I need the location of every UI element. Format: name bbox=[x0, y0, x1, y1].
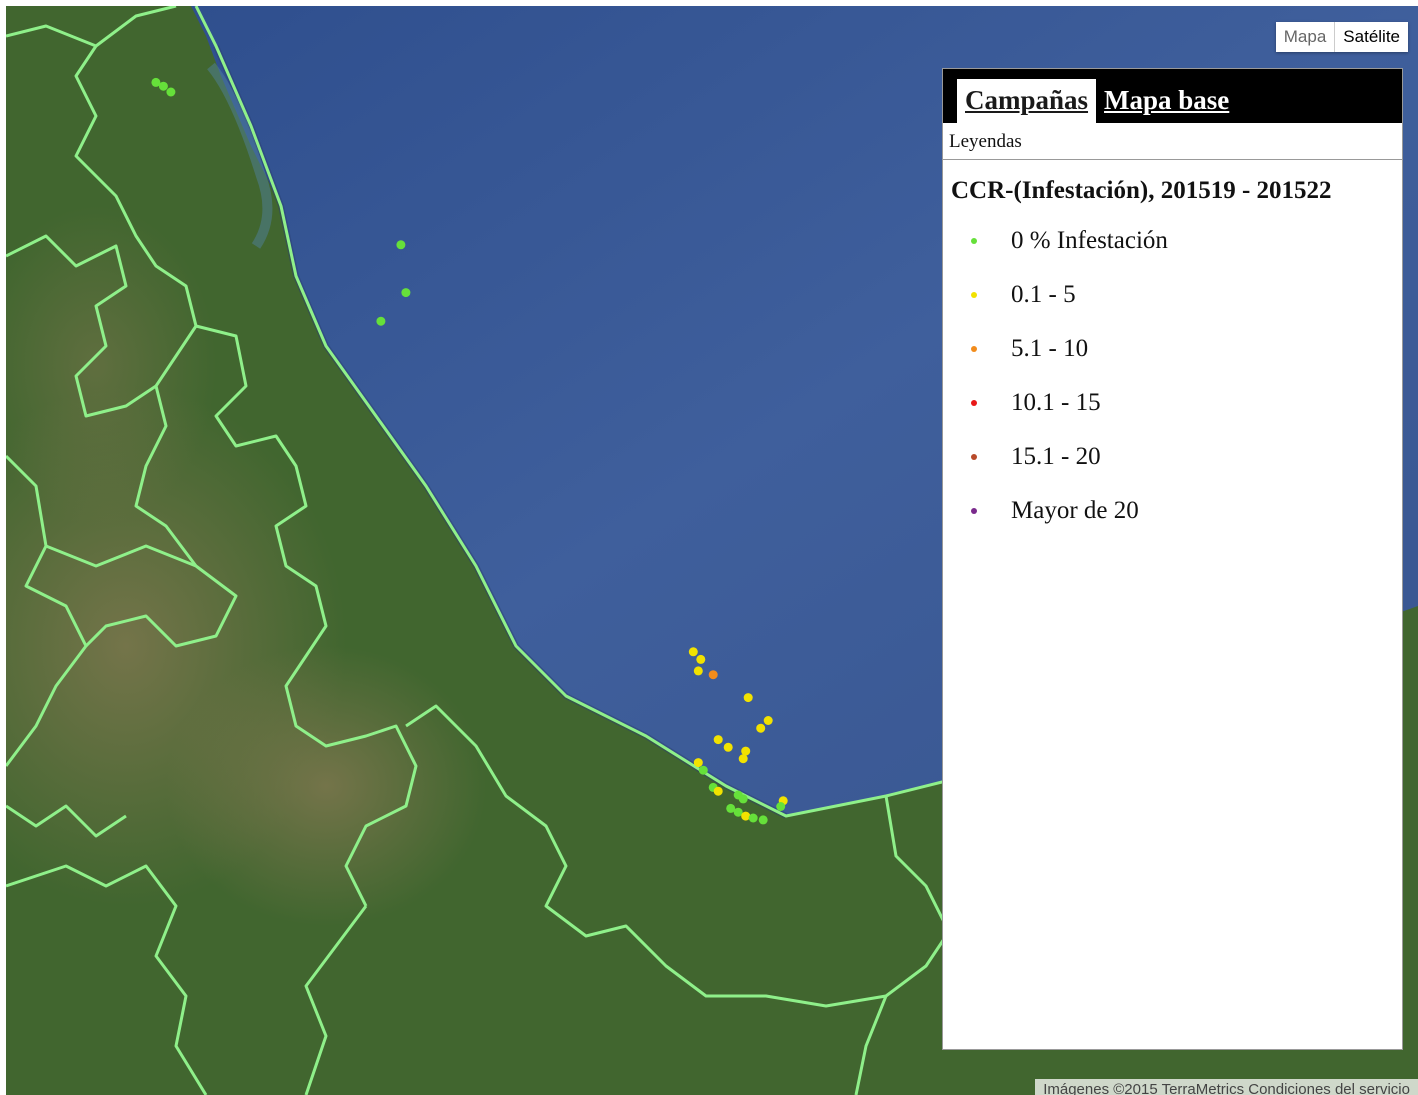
highland-area bbox=[166, 646, 486, 926]
infestation-point[interactable] bbox=[738, 754, 748, 764]
legend-title: CCR-(Infestación), 201519 - 201522 bbox=[951, 177, 1332, 204]
legend-label: 5.1 - 10 bbox=[1011, 335, 1089, 362]
tab-mapa-base[interactable]: Mapa base bbox=[1104, 85, 1230, 115]
legend-list: 0 % Infestación 0.1 - 5 5.1 - 10 10.1 - … bbox=[943, 214, 1402, 538]
lagoon bbox=[207, 62, 273, 249]
map-attribution[interactable]: Imágenes ©2015 TerraMetrics Condiciones … bbox=[1035, 1079, 1418, 1095]
infestation-point[interactable] bbox=[723, 742, 733, 752]
legend-item: 15.1 - 20 bbox=[943, 430, 1402, 484]
infestation-point[interactable] bbox=[158, 81, 168, 91]
infestation-point[interactable] bbox=[396, 240, 406, 250]
infestation-point[interactable] bbox=[763, 716, 773, 725]
legend-item: 0.1 - 5 bbox=[943, 268, 1402, 322]
infestation-point[interactable] bbox=[376, 316, 386, 326]
state-boundaries bbox=[6, 6, 967, 1095]
infestation-point[interactable] bbox=[756, 723, 766, 733]
legend-label: 10.1 - 15 bbox=[1011, 389, 1101, 416]
infestation-point[interactable] bbox=[741, 746, 751, 756]
legend-label: 0 % Infestación bbox=[1011, 227, 1168, 254]
map-type-satellite-button[interactable]: Satélite bbox=[1335, 22, 1408, 52]
infestation-point[interactable] bbox=[776, 802, 786, 811]
infestation-point[interactable] bbox=[741, 811, 751, 821]
infestation-point[interactable] bbox=[758, 815, 768, 825]
legend-section-label: Leyendas bbox=[943, 123, 1402, 160]
map-type-control: Mapa Satélite bbox=[1275, 22, 1408, 52]
infestation-points bbox=[151, 77, 788, 825]
infestation-point[interactable] bbox=[693, 758, 703, 768]
legend-label: 15.1 - 20 bbox=[1011, 443, 1101, 470]
tab-campanas[interactable]: Campañas bbox=[957, 79, 1097, 123]
infestation-point[interactable] bbox=[166, 87, 176, 97]
infestation-point[interactable] bbox=[693, 666, 703, 676]
infestation-point[interactable] bbox=[708, 670, 718, 680]
infestation-point[interactable] bbox=[748, 813, 758, 823]
infestation-point[interactable] bbox=[713, 735, 723, 745]
legend-label: 0.1 - 5 bbox=[1011, 281, 1076, 308]
legend-label: Mayor de 20 bbox=[1011, 497, 1139, 524]
infestation-point[interactable] bbox=[696, 654, 706, 664]
legend-swatch bbox=[971, 454, 977, 460]
infestation-point[interactable] bbox=[401, 288, 411, 298]
map-type-mapa-button[interactable]: Mapa bbox=[1275, 22, 1336, 52]
infestation-point[interactable] bbox=[733, 807, 743, 817]
highland-area bbox=[6, 206, 216, 526]
infestation-point[interactable] bbox=[726, 803, 736, 813]
infestation-point[interactable] bbox=[738, 794, 748, 804]
legend-item: 10.1 - 15 bbox=[943, 376, 1402, 430]
infestation-point[interactable] bbox=[688, 647, 698, 657]
legend-item: 5.1 - 10 bbox=[943, 322, 1402, 376]
layers-panel: Campañas Mapa base Leyendas CCR-(Infesta… bbox=[942, 68, 1403, 1050]
legend-item: 0 % Infestación bbox=[943, 214, 1402, 268]
infestation-point[interactable] bbox=[151, 77, 161, 87]
infestation-point[interactable] bbox=[698, 765, 708, 775]
infestation-point[interactable] bbox=[713, 786, 723, 796]
legend-item: Mayor de 20 bbox=[943, 484, 1402, 538]
legend-swatch bbox=[971, 292, 977, 298]
legend-swatch bbox=[971, 508, 977, 514]
legend-swatch bbox=[971, 346, 977, 352]
infestation-point[interactable] bbox=[743, 693, 753, 703]
panel-tabs: Campañas Mapa base bbox=[943, 69, 1402, 123]
legend-swatch bbox=[971, 238, 977, 244]
legend-swatch bbox=[971, 400, 977, 406]
